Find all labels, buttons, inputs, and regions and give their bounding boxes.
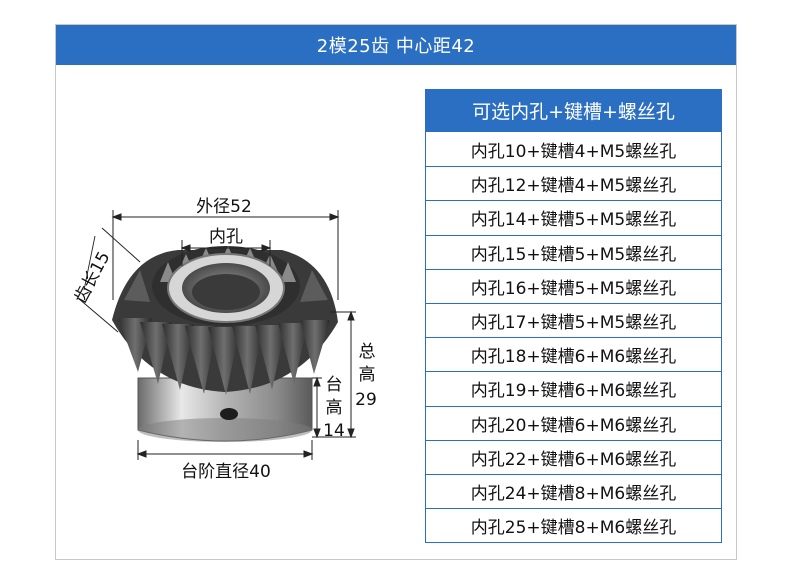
- table-row: 内孔17+键槽5+M5螺丝孔: [426, 302, 721, 337]
- header-title: 2模25齿 中心距42: [316, 36, 476, 57]
- page-header: 2模25齿 中心距42: [56, 25, 736, 65]
- table-row: 内孔20+键槽6+M6螺丝孔: [426, 405, 721, 440]
- table-row: 内孔14+键槽5+M5螺丝孔: [426, 200, 721, 234]
- bore-options-table: 可选内孔+键槽+螺丝孔 内孔10+键槽4+M5螺丝孔 内孔12+键槽4+M5螺丝…: [425, 89, 722, 544]
- table-row: 内孔15+键槽5+M5螺丝孔: [426, 234, 721, 269]
- tooth-length-label: 齿长15: [71, 248, 115, 307]
- table-row: 内孔16+键槽5+M5螺丝孔: [426, 268, 721, 303]
- total-height-label-1: 总: [359, 342, 376, 362]
- total-height-label-2: 高: [359, 365, 376, 385]
- table-row: 内孔19+键槽6+M6螺丝孔: [426, 371, 721, 405]
- table-row: 内孔10+键槽4+M5螺丝孔: [470, 141, 677, 162]
- hub-height-label-2: 高: [326, 398, 343, 418]
- hub-diameter-label: 台阶直径40: [181, 462, 271, 482]
- outer-diameter-label: 外径52: [196, 197, 252, 217]
- dimension-lines: [77, 210, 356, 460]
- gear-hub: [137, 377, 313, 442]
- hub-height-label-1: 台: [326, 375, 343, 395]
- table-row: 内孔18+键槽6+M6螺丝孔: [426, 337, 721, 371]
- table-row: 内孔22+键槽6+M6螺丝孔: [426, 439, 721, 474]
- table-row: 内孔12+键槽4+M5螺丝孔: [426, 166, 721, 200]
- table-title: 可选内孔+键槽+螺丝孔: [426, 89, 721, 132]
- table-row: 内孔24+键槽8+M6螺丝孔: [426, 473, 721, 508]
- gear-bore: [167, 253, 285, 323]
- table-row: 内孔25+键槽8+M6螺丝孔: [426, 508, 721, 542]
- bore-label: 内孔: [209, 227, 243, 247]
- total-height-value: 29: [355, 390, 377, 410]
- set-screw-hole-icon: [220, 408, 238, 420]
- hub-height-value: 14: [323, 421, 345, 441]
- table-body: 内孔10+键槽4+M5螺丝孔 内孔12+键槽4+M5螺丝孔 内孔14+键槽5+M…: [426, 132, 721, 542]
